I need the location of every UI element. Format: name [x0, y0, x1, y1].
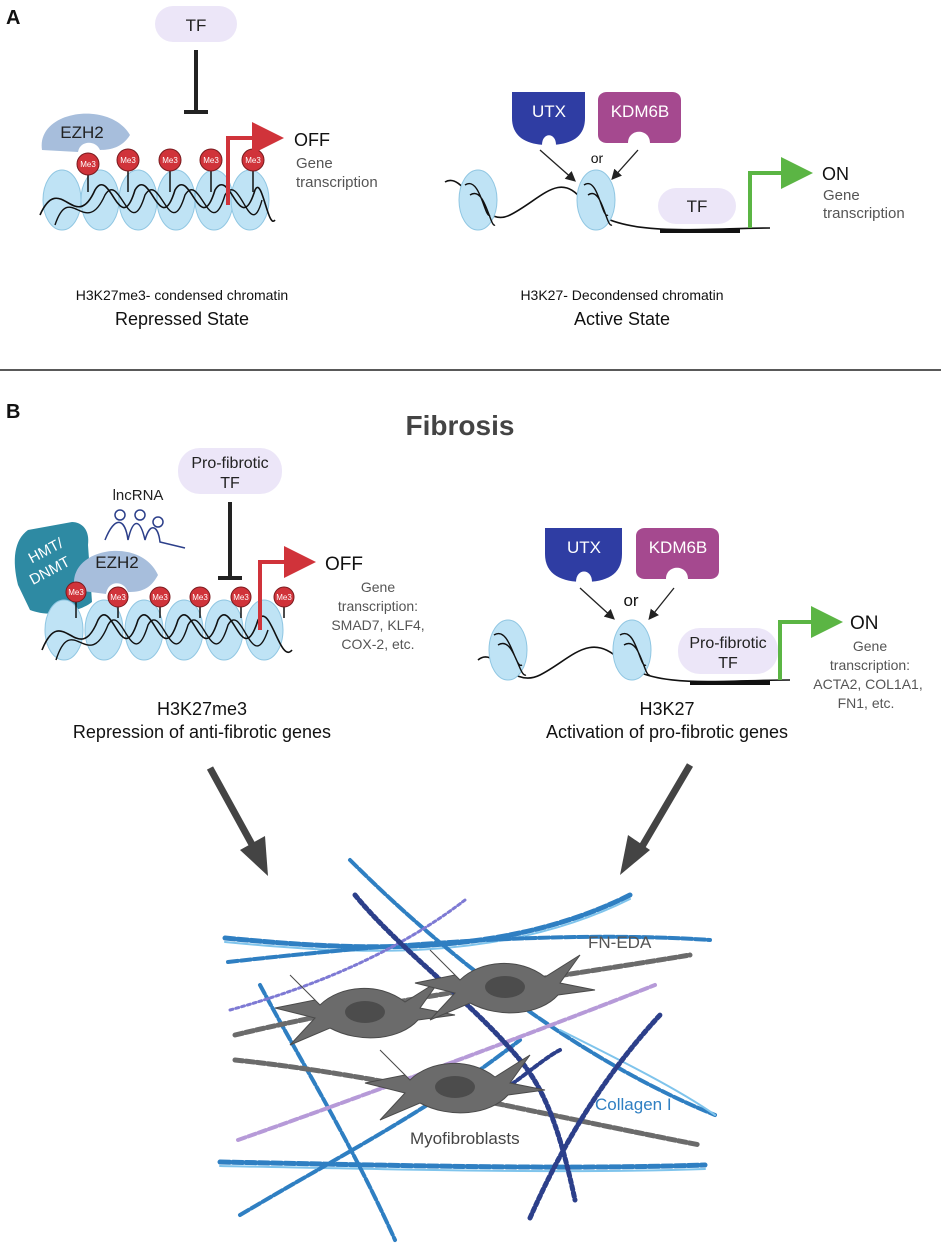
- svg-text:Me3: Me3: [120, 156, 136, 165]
- kdm6b-shape-b: [636, 528, 719, 579]
- gene-b-left-3: SMAD7, KLF4,: [331, 617, 424, 633]
- gene-b-right-4: FN1, etc.: [838, 695, 895, 711]
- gene-b-right-1: Gene: [853, 638, 887, 654]
- gene-label-a2: transcription: [296, 174, 378, 191]
- off-label-a: OFF: [294, 130, 330, 150]
- panel-b-label: B: [6, 401, 20, 423]
- utx-shape-a: [512, 92, 585, 145]
- off-arrow-b: [258, 546, 316, 630]
- on-arrow-b: [778, 606, 843, 680]
- panel-a-label: A: [6, 7, 20, 29]
- ezh2-label-b: EZH2: [95, 553, 138, 572]
- gene-b-left-2: transcription:: [338, 598, 418, 614]
- svg-text:Me3: Me3: [68, 588, 84, 597]
- profibrotic-tf-b-right-2: TF: [718, 655, 738, 672]
- gene-b-left-4: COX-2, etc.: [341, 636, 414, 652]
- big-arrow-left-head: [240, 836, 268, 876]
- svg-text:Me3: Me3: [162, 156, 178, 165]
- caption-b-left-1: H3K27me3: [157, 699, 247, 719]
- ezh2-shape: [41, 113, 131, 152]
- utx-arrow-b: [579, 587, 615, 620]
- me3-marks-a: Me3 Me3 Me3 Me3 Me3: [76, 148, 265, 192]
- svg-text:Me3: Me3: [80, 160, 96, 169]
- big-arrow-right-head: [620, 835, 650, 875]
- gene-b-right-2: transcription:: [830, 657, 910, 673]
- caption-a-right-1: H3K27- Decondensed chromatin: [520, 287, 723, 303]
- on-arrow-a: [748, 157, 813, 228]
- svg-text:Me3: Me3: [276, 593, 292, 602]
- gene-b-right-3: ACTA2, COL1A1,: [813, 676, 922, 692]
- decondensed-chromatin-a: [444, 169, 771, 233]
- decondensed-chromatin-b: [477, 619, 791, 685]
- tf-label-a-right: TF: [687, 197, 708, 216]
- caption-b-right-1: H3K27: [639, 699, 694, 719]
- svg-text:Me3: Me3: [192, 593, 208, 602]
- kdm6b-label-b: KDM6B: [649, 538, 708, 557]
- profibrotic-tf-b-left-1: Pro-fibrotic: [191, 455, 268, 472]
- tf-box: [155, 6, 237, 42]
- svg-text:Me3: Me3: [233, 593, 249, 602]
- condensed-chromatin-a: [39, 169, 276, 231]
- utx-shape-b: [545, 528, 622, 582]
- caption-a-left-1: H3K27me3- condensed chromatin: [76, 287, 288, 303]
- lncrna-label: lncRNA: [113, 487, 164, 504]
- kdm6b-arrow-a: [611, 149, 639, 180]
- or-label-b: or: [623, 591, 638, 610]
- kdm6b-label-a: KDM6B: [611, 102, 670, 121]
- on-label-b: ON: [850, 613, 879, 634]
- ezh2-shape-b: [74, 550, 158, 594]
- gene-label-a1: Gene: [296, 155, 333, 172]
- caption-b-right-2: Activation of pro-fibrotic genes: [546, 722, 788, 742]
- ezh2-label: EZH2: [60, 123, 103, 142]
- utx-label-b: UTX: [567, 538, 601, 557]
- kdm6b-shape-a: [598, 92, 681, 143]
- profibrotic-tf-box-b-left: [178, 448, 282, 494]
- profibrotic-tf-box-b-right: [678, 628, 778, 674]
- off-label-b: OFF: [325, 554, 363, 575]
- lncrna-hairpins: [104, 509, 186, 549]
- extracellular-matrix: [217, 858, 717, 1242]
- condensed-chromatin-b: [41, 599, 293, 661]
- caption-b-left-2: Repression of anti-fibrotic genes: [73, 722, 331, 742]
- collagen-label: Collagen I: [595, 1095, 672, 1114]
- svg-text:Me3: Me3: [203, 156, 219, 165]
- svg-text:Me3: Me3: [152, 593, 168, 602]
- kdm6b-arrow-b: [648, 587, 675, 621]
- fibrosis-title: Fibrosis: [406, 410, 515, 441]
- utx-arrow-a: [539, 149, 576, 182]
- gene-label-a-r2: transcription: [823, 205, 905, 222]
- big-arrow-right-shaft: [636, 763, 694, 852]
- off-arrow-a: [226, 122, 284, 205]
- utx-label-a: UTX: [532, 102, 566, 121]
- me3-marks-b: Me3 Me3 Me3 Me3 Me3 Me3: [65, 581, 295, 618]
- big-arrow-left-shaft: [206, 766, 259, 852]
- gene-label-a-r1: Gene: [823, 187, 860, 204]
- fn-eda-label: FN-EDA: [588, 933, 652, 952]
- profibrotic-tf-b-right-1: Pro-fibrotic: [689, 635, 766, 652]
- profibrotic-tf-b-left-2: TF: [220, 475, 240, 492]
- svg-text:Me3: Me3: [110, 593, 126, 602]
- or-label-a: or: [591, 150, 604, 166]
- caption-a-right-2: Active State: [574, 309, 670, 329]
- svg-text:Me3: Me3: [245, 156, 261, 165]
- myofibroblasts-label: Myofibroblasts: [410, 1129, 520, 1148]
- tf-label: TF: [186, 16, 207, 35]
- tf-box-a-right: [658, 188, 736, 224]
- gene-b-left-1: Gene: [361, 579, 395, 595]
- on-label-a: ON: [822, 164, 849, 184]
- caption-a-left-2: Repressed State: [115, 309, 249, 329]
